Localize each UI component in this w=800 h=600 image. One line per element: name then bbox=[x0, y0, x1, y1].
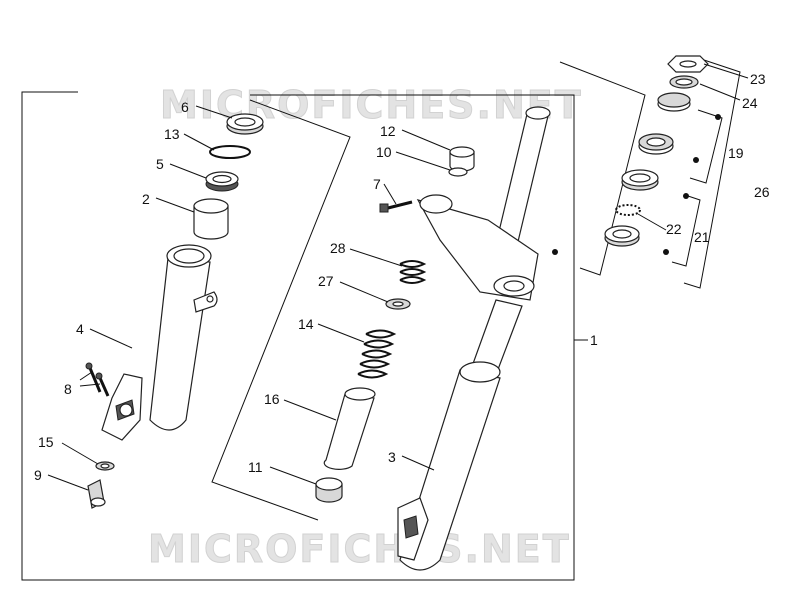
callout-4: 4 bbox=[76, 321, 84, 337]
part-14-spring-long bbox=[357, 329, 397, 379]
watermark-top: MICROFICHES.NET bbox=[160, 83, 583, 127]
leader-lines bbox=[47, 63, 749, 491]
part-3-right-fork-tube bbox=[397, 361, 501, 571]
part-4-outer-fork-tube bbox=[101, 244, 218, 441]
part-8-screws bbox=[85, 362, 110, 397]
watermark-bottom: MICROFICHES.NET bbox=[148, 527, 571, 571]
callout-12: 12 bbox=[380, 123, 396, 139]
part-21-lower-bearing bbox=[604, 169, 659, 247]
callout-7: 7 bbox=[373, 176, 381, 192]
part-15-washer bbox=[95, 461, 115, 471]
part-11-bush bbox=[315, 477, 343, 503]
part-22-ball-race bbox=[615, 204, 641, 216]
part-1-steering-stem bbox=[416, 106, 551, 381]
callout-22: 22 bbox=[666, 221, 682, 237]
callout-23: 23 bbox=[750, 71, 766, 87]
callout-19: 19 bbox=[728, 145, 744, 161]
part-5-oil-seal bbox=[205, 171, 239, 192]
callout-11: 11 bbox=[248, 459, 263, 475]
part-23-lock-nut bbox=[667, 55, 709, 73]
callout-27: 27 bbox=[318, 273, 334, 289]
callout-14: 14 bbox=[298, 316, 314, 332]
callout-6: 6 bbox=[181, 99, 189, 115]
callout-1: 1 bbox=[590, 332, 598, 348]
part-16-damper-tube bbox=[323, 387, 376, 470]
callout-2: 2 bbox=[142, 191, 150, 207]
callout-15: 15 bbox=[38, 434, 54, 450]
part-13-circlip bbox=[209, 145, 251, 159]
part-24-washer bbox=[669, 75, 699, 89]
group-dots bbox=[552, 114, 721, 255]
part-12-cap bbox=[449, 146, 475, 172]
bracket-inner-group bbox=[211, 99, 351, 521]
callout-16: 16 bbox=[264, 391, 280, 407]
part-7-pinch-bolt bbox=[379, 200, 413, 213]
part-19-upper-bearing bbox=[638, 92, 691, 155]
part-2-bushing bbox=[193, 198, 229, 240]
part-6-seal-cap bbox=[226, 113, 264, 135]
callout-28: 28 bbox=[330, 240, 346, 256]
part-9-bolt bbox=[87, 479, 106, 509]
callout-10: 10 bbox=[376, 144, 392, 160]
bracket-21 bbox=[671, 194, 701, 267]
part-28-spring-short bbox=[399, 260, 427, 284]
callout-5: 5 bbox=[156, 156, 164, 172]
bracket-19 bbox=[689, 109, 723, 184]
callout-3: 3 bbox=[388, 449, 396, 465]
part-10-bushing bbox=[448, 167, 468, 177]
callout-8: 8 bbox=[64, 381, 72, 397]
callout-26: 26 bbox=[754, 184, 770, 200]
callout-24: 24 bbox=[742, 95, 758, 111]
bracket-26 bbox=[683, 59, 741, 289]
part-27-washer bbox=[385, 298, 411, 310]
callout-21: 21 bbox=[694, 229, 710, 245]
callout-9: 9 bbox=[34, 467, 42, 483]
callout-13: 13 bbox=[164, 126, 180, 142]
callout-labels: 1 2 3 4 5 6 7 8 9 10 11 12 13 14 15 16 1… bbox=[34, 71, 770, 483]
bracket-left-group bbox=[21, 91, 575, 581]
